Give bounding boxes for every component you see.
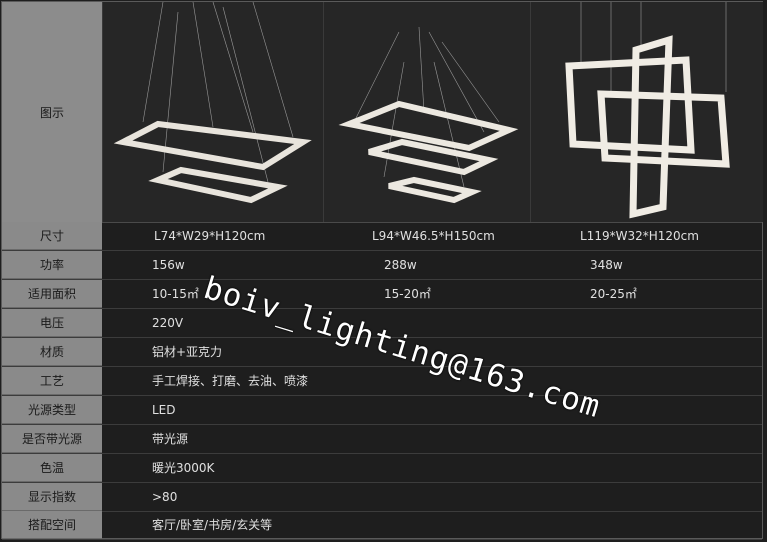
row-voltage: 电压 220V — [2, 309, 762, 338]
power-value-2: 288w — [384, 258, 417, 272]
row-size-label: 尺寸 — [2, 222, 102, 250]
product-photo-1 — [102, 2, 324, 222]
row-craft-label: 工艺 — [2, 367, 102, 395]
material-value: 铝材+亚克力 — [152, 345, 223, 359]
row-color-temp-label: 色温 — [2, 454, 102, 482]
row-light-type: 光源类型 LED — [2, 396, 762, 425]
row-power: 功率 156w 288w 348w — [2, 251, 762, 280]
row-size: 尺寸 L74*W29*H120cm L94*W46.5*H150cm L119*… — [2, 222, 762, 251]
row-space: 搭配空间 客厅/卧室/书房/玄关等 — [2, 511, 762, 540]
rect-pendant-3-tier-image — [338, 26, 519, 204]
craft-value: 手工焊接、打磨、去油、喷漆 — [152, 374, 309, 388]
rect-pendant-2-tier-image — [113, 2, 312, 204]
row-light-type-label: 光源类型 — [2, 396, 102, 424]
row-craft: 工艺 手工焊接、打磨、去油、喷漆 — [2, 367, 762, 396]
color-temp-value: 暖光3000K — [152, 461, 215, 475]
size-value-1: L74*W29*H120cm — [154, 229, 266, 243]
area-value-2: 15-20㎡ — [384, 287, 431, 301]
voltage-value: 220V — [152, 316, 184, 330]
area-value-1: 10-15㎡ — [152, 287, 199, 301]
row-color-temp: 色温 暖光3000K — [2, 454, 762, 483]
row-cri-label: 显示指数 — [2, 483, 102, 511]
space-value: 客厅/卧室/书房/玄关等 — [152, 518, 273, 532]
area-value-3: 20-25㎡ — [590, 287, 637, 301]
power-value-1: 156w — [152, 258, 185, 272]
cri-value: >80 — [152, 490, 178, 504]
row-space-label: 搭配空间 — [2, 511, 102, 539]
row-area-label: 适用面积 — [2, 280, 102, 308]
row-with-light-label: 是否带光源 — [2, 425, 102, 453]
size-value-3: L119*W32*H120cm — [580, 229, 699, 243]
row-voltage-label: 电压 — [2, 309, 102, 337]
image-row: 图示 — [2, 2, 763, 223]
with-light-value: 带光源 — [152, 432, 189, 446]
row-with-light: 是否带光源 带光源 — [2, 425, 762, 454]
product-photo-2 — [323, 2, 531, 222]
row-area: 适用面积 10-15㎡ 15-20㎡ 20-25㎡ — [2, 280, 762, 309]
cross-frame-pendant-image — [565, 2, 730, 219]
light-type-value: LED — [152, 403, 176, 417]
power-value-3: 348w — [590, 258, 623, 272]
size-value-2: L94*W46.5*H150cm — [372, 229, 495, 243]
row-cri: 显示指数 >80 — [2, 483, 762, 512]
product-photo-3 — [530, 2, 763, 222]
row-material-label: 材质 — [2, 338, 102, 366]
row-power-label: 功率 — [2, 251, 102, 279]
row-material: 材质 铝材+亚克力 — [2, 338, 762, 367]
image-row-label: 图示 — [2, 2, 102, 222]
